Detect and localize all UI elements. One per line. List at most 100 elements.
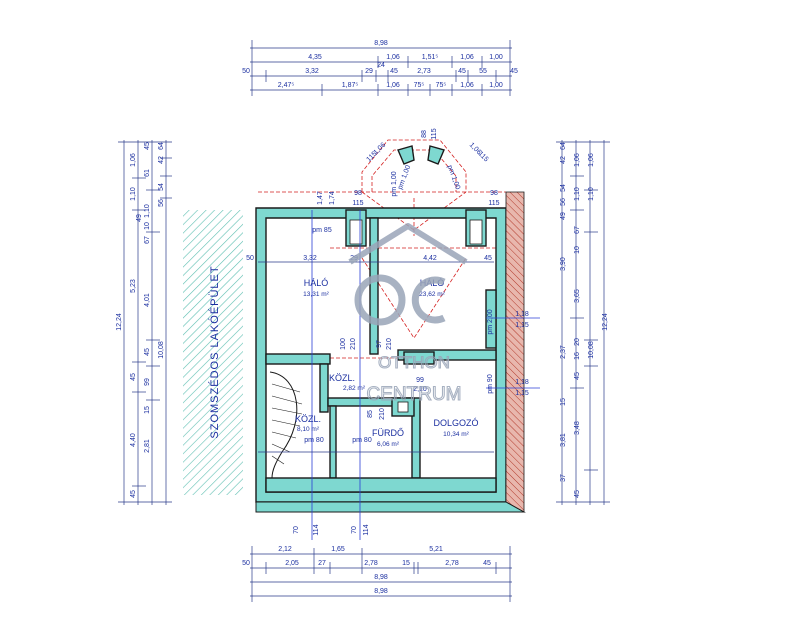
plan-dim: pm 85 [312,227,332,234]
bottom-dim: 50 [242,560,250,567]
right-dim: 20 [574,338,581,346]
top-dim: 45 [458,68,466,75]
plan-dim: 85 [367,410,374,418]
top-dim: 3,32 [305,68,319,75]
plan-dim: 115 [431,128,438,139]
plan-dim: pm 90 [487,374,494,394]
right-dim: 54 [560,184,567,192]
plan-dimensions: 50 3,32 29 4,42 45 pm 85 pm 80 pm 80 pm … [246,128,529,535]
plan-dim: 88 [421,130,428,138]
right-dim: 3,48 [574,421,581,435]
room-kozl-1-name: KÖZL. [329,373,355,383]
right-dim: 67 [574,226,581,234]
left-dim: 1,10 [144,204,151,218]
left-dim: 4,40 [130,433,137,447]
top-dim: 50 [242,68,250,75]
left-dimensions: 12,24 1,10 5,23 45 4,40 45 1,06 1,10 67 … [116,140,172,505]
plan-dim: 3,32 [303,255,317,262]
left-dim: 99 [144,378,151,386]
plan-dim: 1,15 [515,390,529,397]
plan-dim: 115 [488,200,499,207]
plan-dim: 114 [363,524,370,535]
plan-dim: 210 [350,338,357,350]
plan-dim: 97 [376,340,383,348]
left-dim: 56 [158,199,165,207]
bottom-dim: 5,21 [429,546,443,553]
left-dim: 4,01 [144,293,151,307]
watermark-line-1: OTTHON [378,353,450,372]
right-dim: 49 [560,212,567,220]
right-dim: 2,37 [560,345,567,359]
right-dim: 45 [574,490,581,498]
bottom-dim: 2,12 [278,546,292,553]
left-dim: 1,10 [130,187,137,201]
left-dim: 15 [144,406,151,414]
plan-dim: 45 [484,255,492,262]
top-dim: 1,06 [386,82,400,89]
left-dim: 1,06 [130,153,137,167]
right-dim: 3,65 [574,289,581,303]
plan-dim: 50 [246,255,254,262]
plan-dim: 4,42 [423,255,437,262]
top-dim: 55 [479,68,487,75]
room-kozl-2-name: KÖZL. [295,414,321,424]
top-dim: 2,73 [417,68,431,75]
left-dim: 61 [144,169,151,177]
room-dolgozo-name: DOLGOZÓ [433,418,478,428]
brick-wall [505,191,525,513]
right-dim: 1,10 [574,187,581,201]
building-walls [255,191,526,513]
top-dim-total: 8,98 [374,40,388,47]
left-dim: 45 [130,490,137,498]
left-dim: 2,81 [144,439,151,453]
left-dim: 67 [144,236,151,244]
plan-dim: 114 [313,524,320,535]
right-dim: 64 [560,142,567,150]
room-furdo-area: 6,06 m² [377,441,400,448]
plan-dim: 1,18 [515,311,529,318]
left-dim: 49 [136,214,143,222]
plan-dim: pm 2,00 [487,309,494,334]
bottom-dim: 27 [318,560,326,567]
right-dim: 42 [560,156,567,164]
left-dim: 45 [144,348,151,356]
axis-lines [311,210,540,540]
plan-dim: 98 [490,190,498,197]
room-dolgozo-area: 10,34 m² [443,431,469,438]
bottom-dim: 15 [402,560,410,567]
bottom-dim: 2,78 [445,560,459,567]
plan-dim: pm 80 [304,437,324,444]
bottom-dim: 8,98 [374,588,388,595]
top-dim: 2,47⁵ [278,82,295,89]
plan-dim: 210 [386,338,393,350]
top-dim: 1,06 [460,82,474,89]
right-dim: 10,08 [588,341,595,359]
plan-dim: 115 [477,151,490,164]
plan-dim: 210 [379,408,386,420]
left-dim: 42 [158,156,165,164]
top-dimensions: 8,98 4,35 1,06 1,51⁵ 1,06 1,00 50 3,32 2… [242,40,518,96]
room-halo-1-area: 13,31 m² [303,291,329,298]
plan-dim: pm 80 [352,437,372,444]
top-dim: 29 [365,68,373,75]
right-dim: 1,06 [588,153,595,167]
top-dim: 1,87⁵ [342,82,359,89]
bottom-dim: 2,05 [285,560,299,567]
top-dim: 4,35 [308,54,322,61]
left-dim: 5,23 [130,279,137,293]
right-dim: 15 [560,398,567,406]
plan-dim: 98 [354,190,362,197]
top-dim: 75⁵ [436,82,447,89]
plan-dim: 70 [293,526,300,534]
plan-dim: 99 [416,377,424,384]
right-dim: 45 [574,372,581,380]
room-furdo-name: FÜRDŐ [372,428,404,438]
bottom-dimensions: 2,12 1,65 5,21 50 2,05 27 2,78 15 2,78 4… [242,546,512,602]
left-dim: 45 [144,142,151,150]
left-dim: 10,08 [158,341,165,359]
plan-dim: 1,47 [317,191,324,205]
roof-outline [258,139,506,359]
right-dim: 12,24 [602,313,609,331]
bottom-dim: 2,78 [364,560,378,567]
